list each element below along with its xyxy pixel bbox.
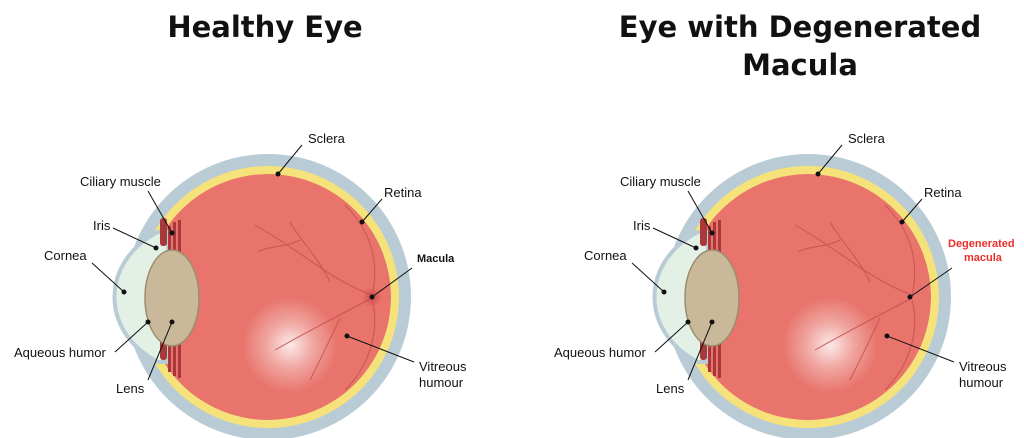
label-macula: Macula [417, 253, 455, 265]
label-aqueous-humor: Aqueous humor [554, 345, 646, 360]
title-degenerated-line2: Macula [742, 48, 858, 82]
label-degenerated-macula-line1: Degenerated [948, 238, 1015, 250]
label-aqueous-humor: Aqueous humor [14, 345, 106, 360]
label-lens: Lens [116, 381, 145, 396]
healthy-eye-leaders [91, 144, 415, 381]
label-ciliary-muscle: Ciliary muscle [620, 174, 701, 189]
label-sclera: Sclera [848, 131, 886, 146]
label-vitreous: Vitreous [959, 359, 1007, 374]
label-iris: Iris [93, 218, 111, 233]
label-degenerated-macula-line2: macula [964, 252, 1003, 264]
lens-shape [684, 249, 740, 347]
label-sclera: Sclera [308, 131, 346, 146]
degenerated-eye-leaders [631, 144, 955, 381]
title-degenerated-eye: Eye with Degenerated Macula [590, 8, 1010, 84]
lens-shape [144, 249, 200, 347]
label-lens: Lens [656, 381, 685, 396]
degenerated-eye [652, 154, 951, 438]
label-cornea: Cornea [584, 248, 627, 263]
label-retina: Retina [924, 185, 962, 200]
label-humour: humour [959, 375, 1004, 390]
blood-vessels [254, 204, 376, 391]
label-retina: Retina [384, 185, 422, 200]
label-iris: Iris [633, 218, 651, 233]
light-glow [782, 297, 878, 393]
light-glow [242, 297, 338, 393]
label-cornea: Cornea [44, 248, 87, 263]
blood-vessels [794, 204, 916, 391]
title-degenerated-line1: Eye with Degenerated [618, 10, 982, 44]
label-humour: humour [419, 375, 464, 390]
healthy-eye [112, 154, 411, 438]
title-healthy-eye: Healthy Eye [167, 10, 363, 44]
label-ciliary-muscle: Ciliary muscle [80, 174, 161, 189]
label-vitreous: Vitreous [419, 359, 467, 374]
